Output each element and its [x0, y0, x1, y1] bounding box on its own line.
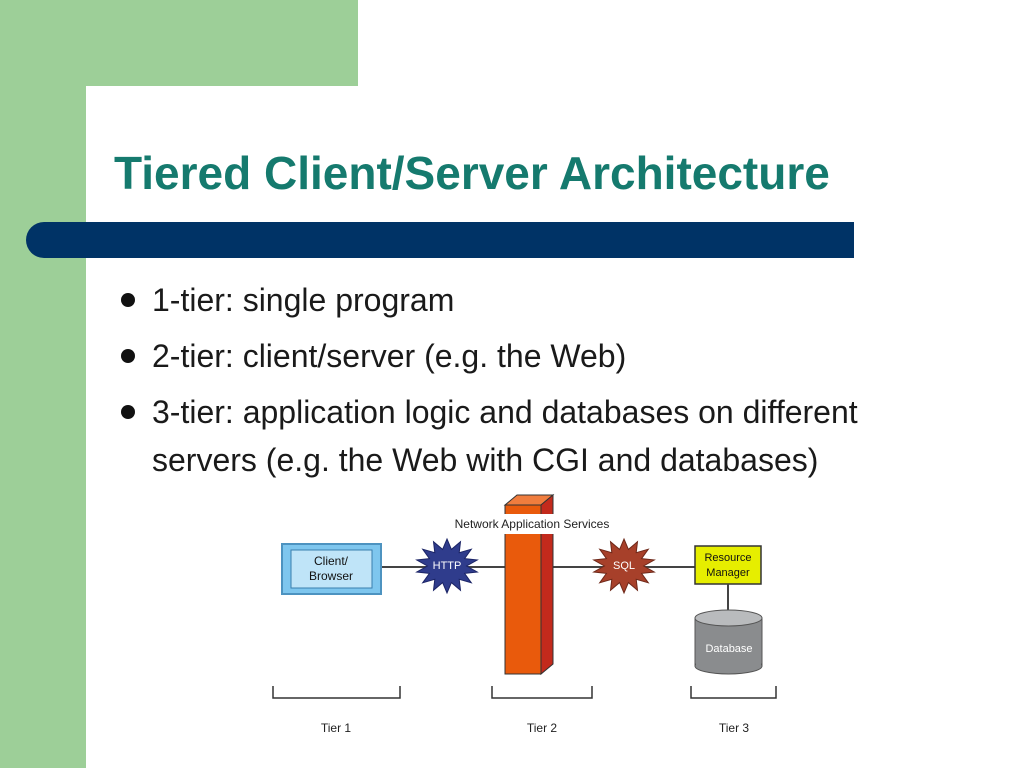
database-cylinder-icon: Database	[694, 609, 763, 675]
network-services-label: Network Application Services	[455, 517, 610, 531]
sql-label: SQL	[613, 560, 635, 572]
sql-burst-icon: SQL	[592, 537, 656, 595]
client-label-line2: Browser	[309, 569, 353, 583]
header-label-background	[434, 514, 630, 534]
client-label-line1: Client/	[314, 554, 349, 568]
tier2-label: Tier 2	[527, 721, 558, 735]
tier-brackets	[272, 686, 777, 699]
database-label: Database	[705, 643, 752, 655]
tier1-label: Tier 1	[321, 721, 352, 735]
resource-manager-box: Resource Manager	[694, 545, 762, 585]
bullet-item-3-tier: 3-tier: application logic and databases …	[118, 388, 958, 484]
title-underline-bar	[26, 222, 854, 258]
resource-label-line1: Resource	[704, 552, 751, 564]
tier3-bracket	[690, 686, 777, 699]
slide-title: Tiered Client/Server Architecture	[114, 147, 830, 199]
bullet-item-1-tier: 1-tier: single program	[118, 276, 958, 324]
diagram-svg: Client/ Browser HTTP Network Application…	[258, 493, 798, 748]
resource-label-line2: Manager	[706, 567, 750, 579]
bullet-list: 1-tier: single program 2-tier: client/se…	[118, 276, 958, 492]
green-side-decoration	[0, 0, 86, 768]
client-browser-box: Client/ Browser	[281, 543, 382, 595]
bullet-item-2-tier: 2-tier: client/server (e.g. the Web)	[118, 332, 958, 380]
http-burst-icon: HTTP	[415, 537, 479, 595]
three-tier-diagram: Client/ Browser HTTP Network Application…	[258, 486, 798, 748]
tier2-bracket	[491, 686, 593, 699]
http-label: HTTP	[433, 560, 462, 572]
tier1-bracket	[272, 686, 401, 699]
tier3-label: Tier 3	[719, 721, 750, 735]
